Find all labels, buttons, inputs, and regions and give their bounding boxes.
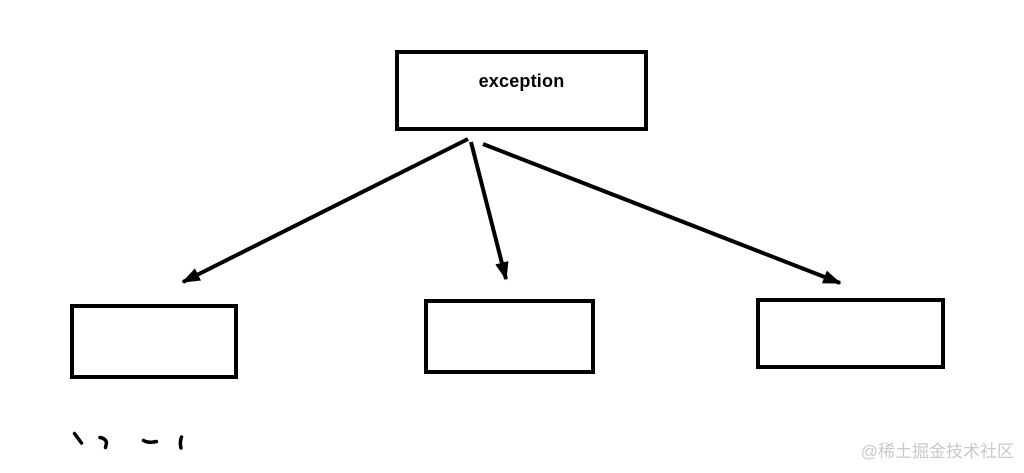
- pen-mark-4: [178, 435, 184, 450]
- node-exception: exception: [395, 50, 648, 131]
- node-exception-label: exception: [478, 71, 565, 91]
- arrow-to-middle-child: [469, 141, 509, 281]
- pen-mark-3: [141, 438, 159, 444]
- arrow-to-right-child: [482, 142, 842, 285]
- node-child-left: [70, 304, 238, 379]
- pen-mark-1: [72, 431, 84, 445]
- watermark: @稀土掘金技术社区: [860, 442, 1014, 461]
- arrow-to-left-child: [181, 137, 469, 284]
- pen-marks: [72, 431, 184, 450]
- pen-mark-2: [98, 435, 109, 450]
- node-child-right: [756, 298, 945, 369]
- node-child-middle: [424, 299, 595, 374]
